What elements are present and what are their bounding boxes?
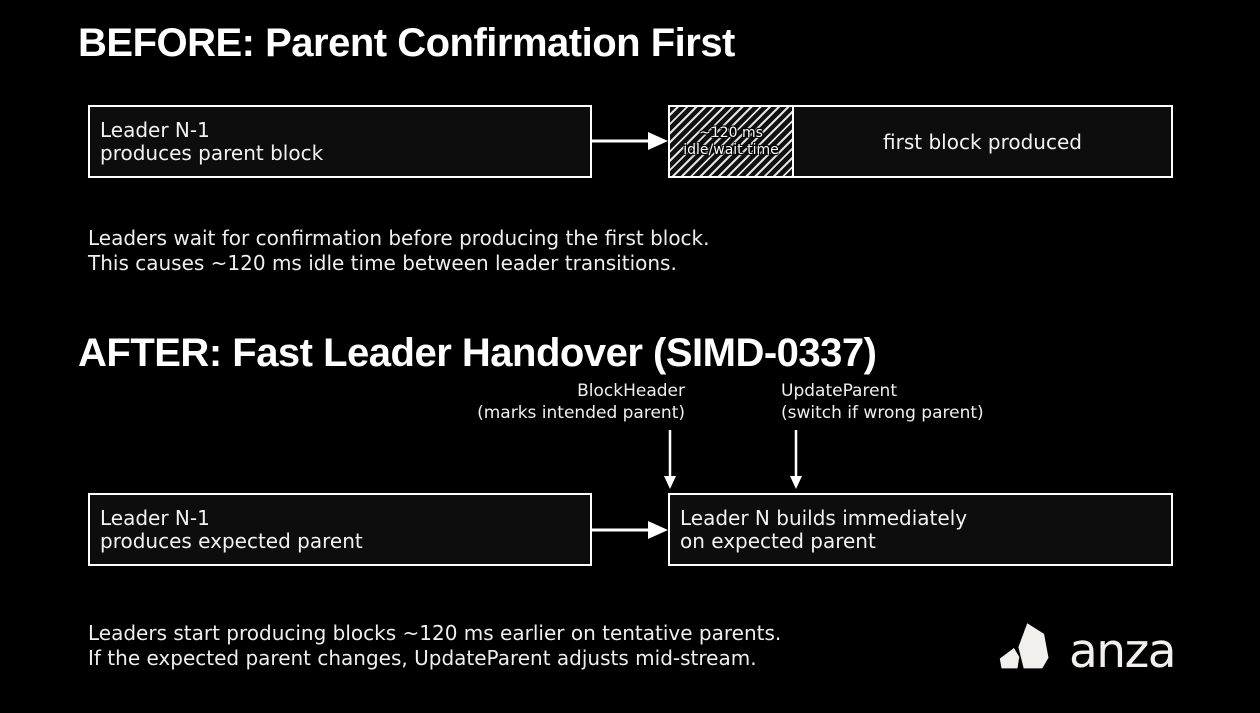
before-leader-box-line1: Leader N-1 [100,117,210,142]
updateparent-annotation-line2: (switch if wrong parent) [781,403,984,423]
blockheader-annotation: BlockHeader (marks intended parent) [385,380,685,424]
before-leader-box-line2: produces parent block [100,140,324,165]
after-leader-box: Leader N-1 produces expected parent [88,493,592,566]
before-section-title: BEFORE: Parent Confirmation First [78,21,735,65]
after-description: Leaders start producing blocks ~120 ms e… [88,621,781,671]
before-description-line1: Leaders wait for confirmation before pro… [88,226,710,250]
before-leader-box: Leader N-1 produces parent block [88,105,592,178]
after-result-box-line2: on expected parent [680,528,876,553]
idle-time-label-line1: ~120 ms [699,124,763,141]
first-block-produced-label: first block produced [883,129,1082,154]
before-result-box: ~120 ms idle/wait time first block produ… [668,105,1173,178]
after-leader-box-line1: Leader N-1 [100,505,210,530]
updateparent-annotation: UpdateParent (switch if wrong parent) [781,380,984,424]
before-description-line2: This causes ~120 ms idle time between le… [88,251,677,275]
idle-time-label-line2: idle/wait time [683,141,779,158]
after-flow-arrow-icon [592,521,668,539]
blockheader-annotation-line2: (marks intended parent) [477,403,685,423]
after-description-line2: If the expected parent changes, UpdatePa… [88,646,757,670]
anza-logo: anza [998,616,1177,679]
after-result-box: Leader N builds immediately on expected … [668,493,1173,566]
anza-mountain-icon [999,623,1049,669]
after-leader-box-line2: produces expected parent [100,528,363,553]
blockheader-annotation-line1: BlockHeader [577,381,685,401]
before-description: Leaders wait for confirmation before pro… [88,226,710,276]
before-flow-arrow-icon [592,132,668,150]
after-description-line1: Leaders start producing blocks ~120 ms e… [88,621,782,645]
after-result-box-line1: Leader N builds immediately [680,505,968,530]
updateparent-pointer-arrow-icon [790,430,802,489]
anza-wordmark: anza [1069,624,1177,679]
idle-time-hatch-region: ~120 ms idle/wait time [670,107,794,176]
after-section-title: AFTER: Fast Leader Handover (SIMD-0337) [78,331,877,375]
updateparent-annotation-line1: UpdateParent [781,381,897,401]
blockheader-pointer-arrow-icon [664,430,676,489]
